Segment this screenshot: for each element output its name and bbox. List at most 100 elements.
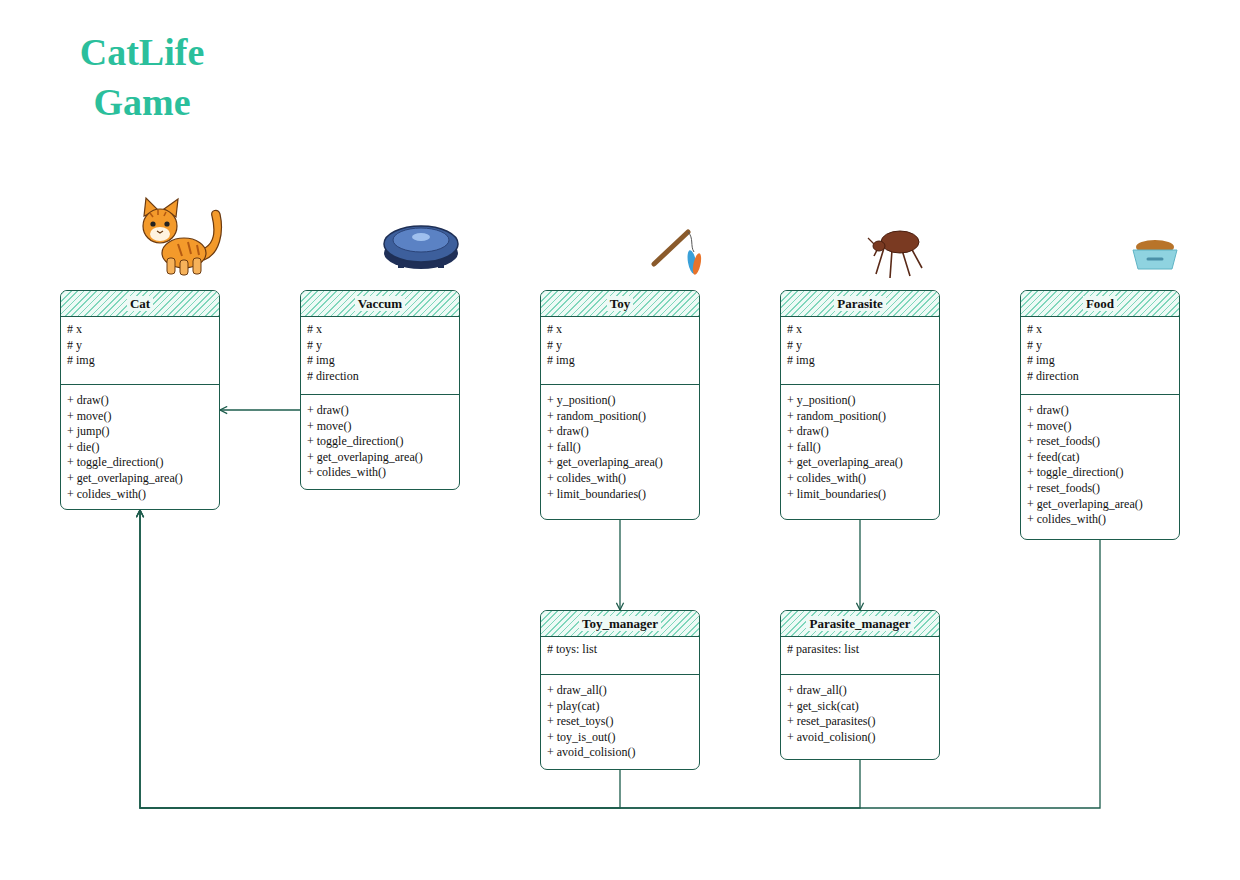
method: + fall()	[787, 440, 821, 456]
class-box: Toy # x# y# img + y_position()+ random_pos…	[540, 290, 700, 520]
method: + get_overlaping_area()	[307, 450, 423, 466]
attribute: # direction	[1027, 369, 1079, 385]
method: + avoid_colision()	[787, 730, 875, 746]
method: + colides_with()	[547, 471, 626, 487]
association-arrow	[220, 409, 300, 410]
vacuum-body	[384, 226, 458, 262]
cat-stripes	[178, 242, 199, 256]
method: + colides_with()	[1027, 512, 1106, 528]
attribute: # img	[787, 353, 815, 369]
method: + draw()	[1027, 403, 1069, 419]
method: + get_sick(cat)	[787, 699, 859, 715]
attribute: # y	[1027, 338, 1042, 354]
attribute: # y	[787, 338, 802, 354]
method: + reset_parasites()	[787, 714, 875, 730]
method: + draw()	[307, 403, 349, 419]
class-header: Toy	[541, 291, 699, 317]
bowl	[1133, 250, 1177, 269]
attribute: # y	[307, 338, 322, 354]
attribute-section: # x# y# img	[781, 317, 939, 384]
vacuum-button	[412, 233, 430, 241]
class-header: Food	[1021, 291, 1179, 317]
cat-eye	[150, 221, 155, 226]
method: + move()	[1027, 419, 1071, 435]
method: + toggle_direction()	[1027, 465, 1123, 481]
attribute: # img	[67, 353, 95, 369]
flea-body	[881, 231, 919, 253]
parasite-icon	[868, 231, 922, 278]
vacuum-icon	[384, 226, 458, 269]
method: + colides_with()	[787, 471, 866, 487]
cat-head	[143, 209, 177, 243]
association-arrow	[619, 520, 620, 610]
vacuum-top	[393, 228, 449, 252]
cat-nose	[157, 231, 163, 233]
method: + limit_boundaries()	[787, 487, 886, 503]
class-name: Parasite_manager	[806, 616, 913, 632]
attribute: # direction	[307, 369, 359, 385]
method: + toy_is_out()	[547, 730, 615, 746]
attribute: # img	[547, 353, 575, 369]
association-arrow	[859, 520, 860, 610]
attribute-section: # x# y# img	[61, 317, 219, 384]
method: + toggle_direction()	[307, 434, 403, 450]
class-header: Cat	[61, 291, 219, 317]
cat-eye	[164, 221, 169, 226]
method-section: + draw()+ move()+ toggle_direction()+ ge…	[301, 394, 459, 489]
method: + move()	[67, 409, 111, 425]
method: + y_position()	[547, 393, 615, 409]
class-name: Toy	[607, 296, 633, 312]
class-name: Cat	[127, 296, 153, 312]
class-name: Parasite	[834, 296, 885, 312]
method: + get_overlaping_area()	[547, 455, 663, 471]
method: + random_position()	[547, 409, 646, 425]
cat-muzzle	[150, 227, 170, 241]
attribute: # x	[307, 322, 322, 338]
class-name: Food	[1083, 296, 1117, 312]
method: + get_overlaping_area()	[1027, 497, 1143, 513]
method: + play(cat)	[547, 699, 599, 715]
method-section: + y_position()+ random_position()+ draw(…	[781, 384, 939, 519]
method: + die()	[67, 440, 99, 456]
class-header: Vaccum	[301, 291, 459, 317]
cat-leg	[180, 260, 188, 275]
toy-stick	[654, 232, 688, 264]
method: + toggle_direction()	[67, 455, 163, 471]
vacuum-wheel	[438, 264, 444, 268]
attribute: # x	[1027, 322, 1042, 338]
method-section: + draw_all()+ get_sick(cat)+ reset_paras…	[781, 674, 939, 759]
class-box: Food # x# y# img# direction + draw()+ move…	[1020, 290, 1180, 540]
attribute: # x	[547, 322, 562, 338]
vacuum-wheel	[398, 264, 404, 268]
toy-string	[688, 232, 694, 252]
attribute: # y	[547, 338, 562, 354]
cat-head-stripes	[150, 210, 166, 217]
cat-icon	[143, 198, 221, 275]
class-box: Vaccum# x# y# img# direction+ draw()+ mo…	[300, 290, 460, 490]
method: + random_position()	[787, 409, 886, 425]
method: + reset_foods()	[1027, 434, 1100, 450]
attribute: # img	[1027, 353, 1055, 369]
attribute-section: # x# y# img# direction	[1021, 317, 1179, 394]
class-name: Toy_manager	[579, 616, 661, 632]
method-section: + draw()+ move()+ jump()+ die()+ toggle_…	[61, 384, 219, 509]
method: + draw()	[787, 424, 829, 440]
attribute: # x	[67, 322, 82, 338]
method: + reset_toys()	[547, 714, 613, 730]
bowl-bone	[1148, 258, 1162, 261]
method: + draw_all()	[787, 683, 847, 699]
method: + move()	[307, 419, 351, 435]
method: + y_position()	[787, 393, 855, 409]
flea-head	[873, 241, 885, 251]
attribute: # parasites: list	[787, 642, 859, 658]
class-box: Parasite_manager # parasites: list + draw_…	[780, 610, 940, 760]
class-header: Toy_manager	[541, 611, 699, 637]
cat-leg	[193, 258, 201, 274]
method: + limit_boundaries()	[547, 487, 646, 503]
method: + feed(cat)	[1027, 450, 1079, 466]
food-bowl-icon	[1133, 240, 1177, 269]
toy-icon	[654, 232, 703, 275]
association-arrow	[140, 510, 1100, 808]
